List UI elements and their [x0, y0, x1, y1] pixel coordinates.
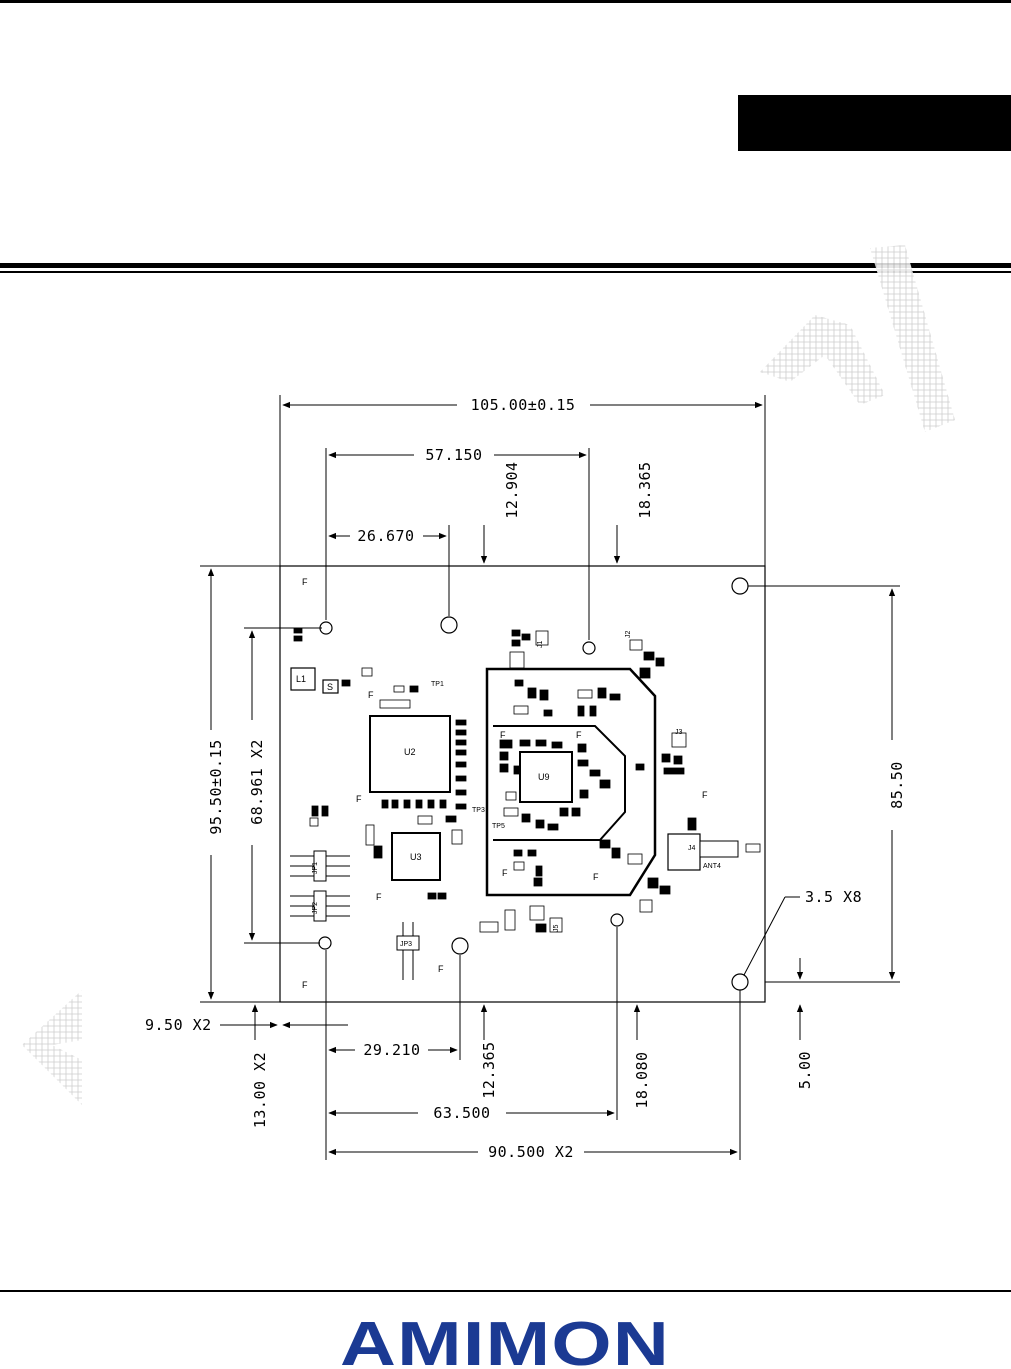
logo-text: AMIMON	[340, 1310, 670, 1369]
dim-hole-diameter: 3.5 X8	[805, 888, 862, 906]
fiducial-4: F	[593, 872, 599, 882]
label-jp2: JP2	[312, 902, 319, 914]
label-u9: U9	[538, 772, 550, 782]
dim-right-hole-span: 85.50	[888, 761, 906, 809]
label-u3: U3	[410, 852, 422, 862]
dim-bottom-offset-c: 18.080	[633, 1051, 651, 1108]
watermark-left	[22, 990, 82, 1105]
fiducial-1: F	[302, 577, 308, 587]
dim-left-margin: 9.50 X2	[145, 1016, 212, 1034]
fiducial-3: F	[438, 964, 444, 974]
fiducial-5: F	[502, 868, 508, 878]
footer-rule	[0, 1290, 1011, 1292]
dim-overall-height: 95.50±0.15	[207, 739, 225, 834]
amimon-logo: AMIMON	[340, 1305, 680, 1369]
dim-hole-vertical-span: 68.961 X2	[248, 739, 266, 825]
watermark-right	[760, 245, 955, 432]
label-j5: J5	[553, 925, 560, 933]
fiducial-10: F	[500, 730, 506, 740]
label-tp3: TP3	[472, 807, 485, 814]
fiducial-6: F	[702, 790, 708, 800]
dim-top-offset-a: 12.904	[503, 461, 521, 518]
label-u2: U2	[404, 747, 416, 757]
label-j2: J2	[625, 631, 632, 639]
label-j3: J3	[675, 729, 683, 736]
fiducial-11: F	[576, 730, 582, 740]
dim-bottom-margin: 13.00 X2	[251, 1052, 269, 1128]
fiducial-9: F	[376, 892, 382, 902]
dim-bottom-span-a: 63.500	[433, 1104, 490, 1122]
label-ant4: ANT4	[703, 863, 721, 870]
dim-overall-width: 105.00±0.15	[471, 396, 576, 414]
dim-hole-span-top: 57.150	[425, 446, 482, 464]
dim-bottom-offset-b: 12.365	[480, 1041, 498, 1098]
dim-hole-offset-left: 26.670	[357, 527, 414, 545]
label-j4: J4	[688, 845, 696, 852]
label-jp1: JP1	[312, 862, 319, 874]
connector-ant4-pad	[700, 841, 738, 857]
fiducial-7: F	[368, 690, 374, 700]
fiducial-8: F	[356, 794, 362, 804]
dim-bottom-span-b: 90.500 X2	[488, 1143, 574, 1161]
label-j1: J1	[537, 641, 544, 649]
label-jp3: JP3	[400, 941, 412, 948]
label-tp1: TP1	[431, 681, 444, 688]
label-tp5: TP5	[492, 823, 505, 830]
dim-bottom-edge: 5.00	[796, 1051, 814, 1089]
connector-j4	[668, 834, 700, 870]
label-s: S	[327, 682, 333, 692]
dim-top-offset-b: 18.365	[636, 461, 654, 518]
fiducial-2: F	[302, 980, 308, 990]
dim-bottom-offset-a: 29.210	[363, 1041, 420, 1059]
label-l1: L1	[296, 674, 306, 684]
